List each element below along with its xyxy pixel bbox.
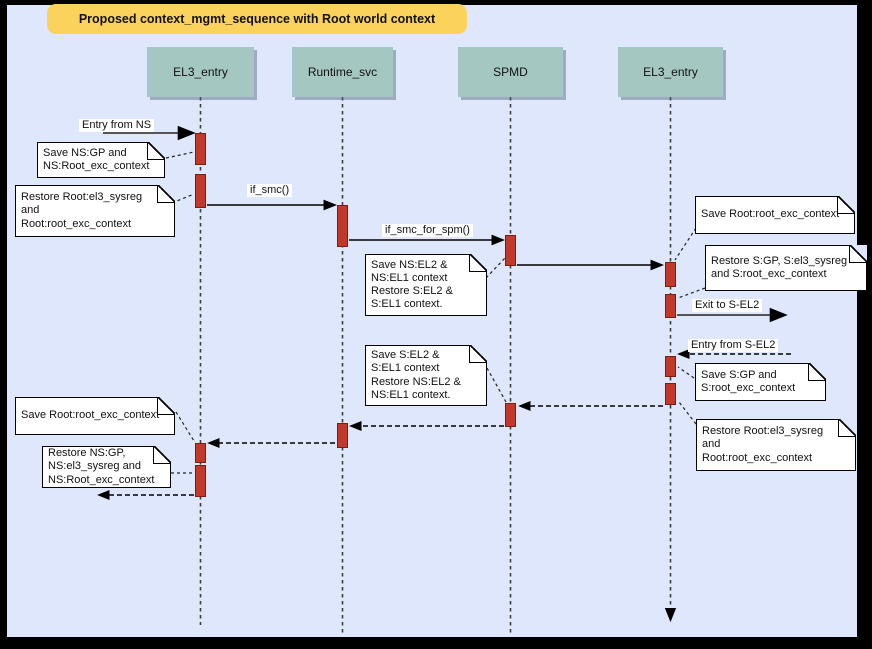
activation-el3-2-c bbox=[665, 356, 676, 377]
note-save-s-gp-text: Save S:GP and S:root_exc_context bbox=[701, 368, 796, 394]
note-restore-ns-gp: Restore NS:GP, NS:el3_sysreg and NS:Root… bbox=[42, 446, 171, 488]
activation-el3-2-b bbox=[665, 294, 676, 318]
message-label-exit-to-s-el2: Exit to S-EL2 bbox=[692, 299, 763, 312]
note-save-root-exc-right: Save Root:root_exc_context bbox=[695, 196, 855, 234]
actor-runtime-svc: Runtime_svc bbox=[292, 47, 393, 97]
activation-spmd-a bbox=[505, 235, 516, 266]
note-restore-root-exc-1-text: Restore Root:el3_sysreg and Root:root_ex… bbox=[21, 191, 143, 230]
actor-el3-entry-2: EL3_entry bbox=[618, 47, 723, 97]
activation-el3-1-b bbox=[195, 174, 206, 208]
note-save-ns-el2-text: Save NS:EL2 & NS:EL1 context Restore S:E… bbox=[371, 258, 453, 311]
activation-el3-1-a bbox=[195, 133, 206, 165]
activation-runtime-a bbox=[337, 205, 348, 247]
message-label-entry-from-ns: Entry from NS bbox=[79, 119, 155, 132]
note-restore-root-exc-2-text: Restore Root:el3_sysreg and Root:root_ex… bbox=[702, 425, 824, 464]
activation-el3-1-d bbox=[195, 465, 206, 497]
note-save-ns-gp-text: Save NS:GP and NS:Root_exc_context bbox=[43, 146, 150, 172]
diagram-background bbox=[7, 5, 857, 637]
note-save-root-exc-left: Save Root:root_exc_context bbox=[15, 397, 175, 435]
actor-spmd-label: SPMD bbox=[493, 65, 528, 79]
actor-spmd: SPMD bbox=[458, 47, 563, 97]
actor-el3-entry-2-label: EL3_entry bbox=[643, 65, 698, 79]
note-save-root-exc-left-text: Save Root:root_exc_context bbox=[21, 409, 160, 422]
note-restore-s-gp-text: Restore S:GP, S:el3_sysreg and S:root_ex… bbox=[711, 254, 848, 280]
note-restore-root-exc-1: Restore Root:el3_sysreg and Root:root_ex… bbox=[15, 185, 175, 237]
diagram-title: Proposed context_mgmt_sequence with Root… bbox=[47, 4, 467, 34]
actor-el3-entry-1-label: EL3_entry bbox=[173, 65, 228, 79]
activation-el3-1-c bbox=[195, 443, 206, 463]
message-label-entry-from-s-el2: Entry from S-EL2 bbox=[688, 339, 779, 352]
message-label-if-smc: if_smc() bbox=[247, 184, 293, 197]
actor-runtime-svc-label: Runtime_svc bbox=[307, 65, 378, 79]
note-save-ns-gp: Save NS:GP and NS:Root_exc_context bbox=[37, 142, 165, 178]
note-save-s-gp: Save S:GP and S:root_exc_context bbox=[695, 363, 826, 401]
activation-spmd-b bbox=[505, 403, 516, 427]
note-save-s-el2: Save S:EL2 & S:EL1 context Restore NS:EL… bbox=[365, 345, 487, 406]
note-restore-s-gp: Restore S:GP, S:el3_sysreg and S:root_ex… bbox=[705, 245, 867, 291]
note-save-root-exc-right-text: Save Root:root_exc_context bbox=[701, 208, 840, 221]
actor-el3-entry-1: EL3_entry bbox=[147, 47, 254, 97]
activation-runtime-b bbox=[337, 423, 348, 448]
activation-el3-2-d bbox=[665, 383, 676, 405]
note-save-s-el2-text: Save S:EL2 & S:EL1 context Restore NS:EL… bbox=[371, 349, 461, 401]
note-restore-root-exc-2: Restore Root:el3_sysreg and Root:root_ex… bbox=[696, 419, 856, 471]
activation-el3-2-a bbox=[665, 262, 676, 287]
message-label-if-smc-for-spm: if_smc_for_spm() bbox=[382, 224, 473, 237]
note-restore-ns-gp-text: Restore NS:GP, NS:el3_sysreg and NS:Root… bbox=[48, 447, 155, 486]
note-save-ns-el2: Save NS:EL2 & NS:EL1 context Restore S:E… bbox=[365, 254, 487, 316]
